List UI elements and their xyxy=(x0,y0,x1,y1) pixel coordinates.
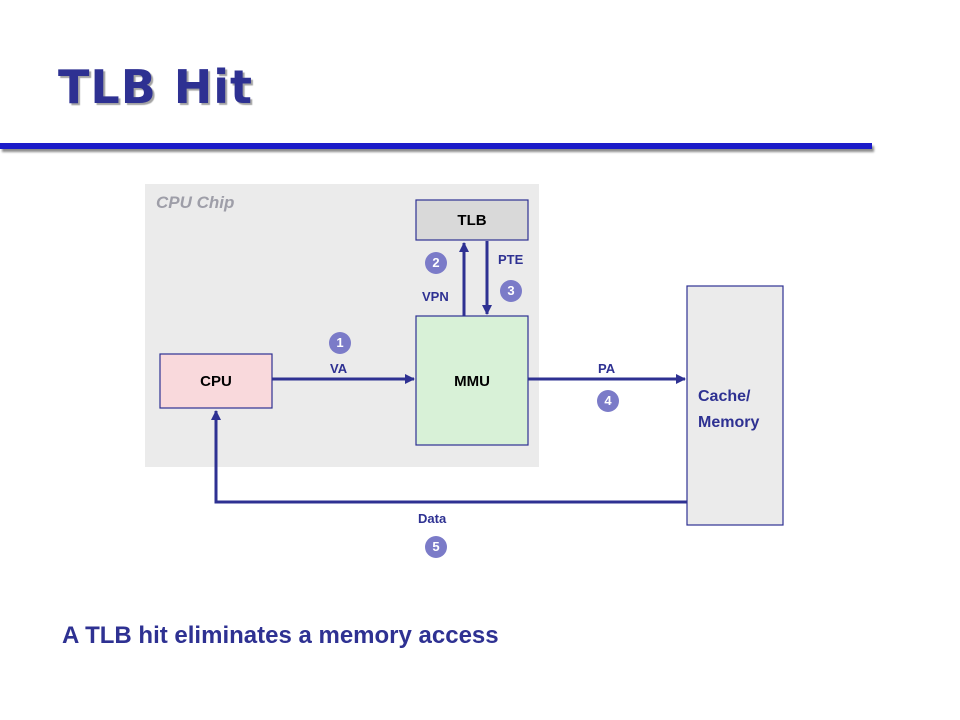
memory-label: Cache/ Memory xyxy=(698,384,788,436)
pte-label: PTE xyxy=(498,252,524,267)
cpu-label: CPU xyxy=(200,373,232,390)
cpu-box xyxy=(159,353,273,409)
step-badge-4: 4 xyxy=(597,390,619,412)
memory-label-line2: Memory xyxy=(698,414,760,431)
tlb-box xyxy=(415,199,529,241)
tlb-label: TLB xyxy=(457,212,486,229)
step-badge-2: 2 xyxy=(425,252,447,274)
cpu-chip-label: CPU Chip xyxy=(156,193,235,212)
data-label: Data xyxy=(418,511,447,526)
data-arrow xyxy=(211,410,687,504)
mmu-box xyxy=(415,315,529,446)
slide-caption: A TLB hit eliminates a memory access xyxy=(62,622,499,649)
mmu-label: MMU xyxy=(454,373,490,390)
memory-label-line1: Cache/ xyxy=(698,388,751,405)
title-underline xyxy=(0,143,872,149)
va-label: VA xyxy=(330,361,348,376)
pa-label: PA xyxy=(598,361,616,376)
vpn-label: VPN xyxy=(422,289,449,304)
step-badge-3: 3 xyxy=(500,280,522,302)
step-badge-1: 1 xyxy=(329,332,351,354)
memory-box xyxy=(686,285,784,526)
step-badge-5: 5 xyxy=(425,536,447,558)
slide-title: TLB Hit xyxy=(58,60,254,114)
